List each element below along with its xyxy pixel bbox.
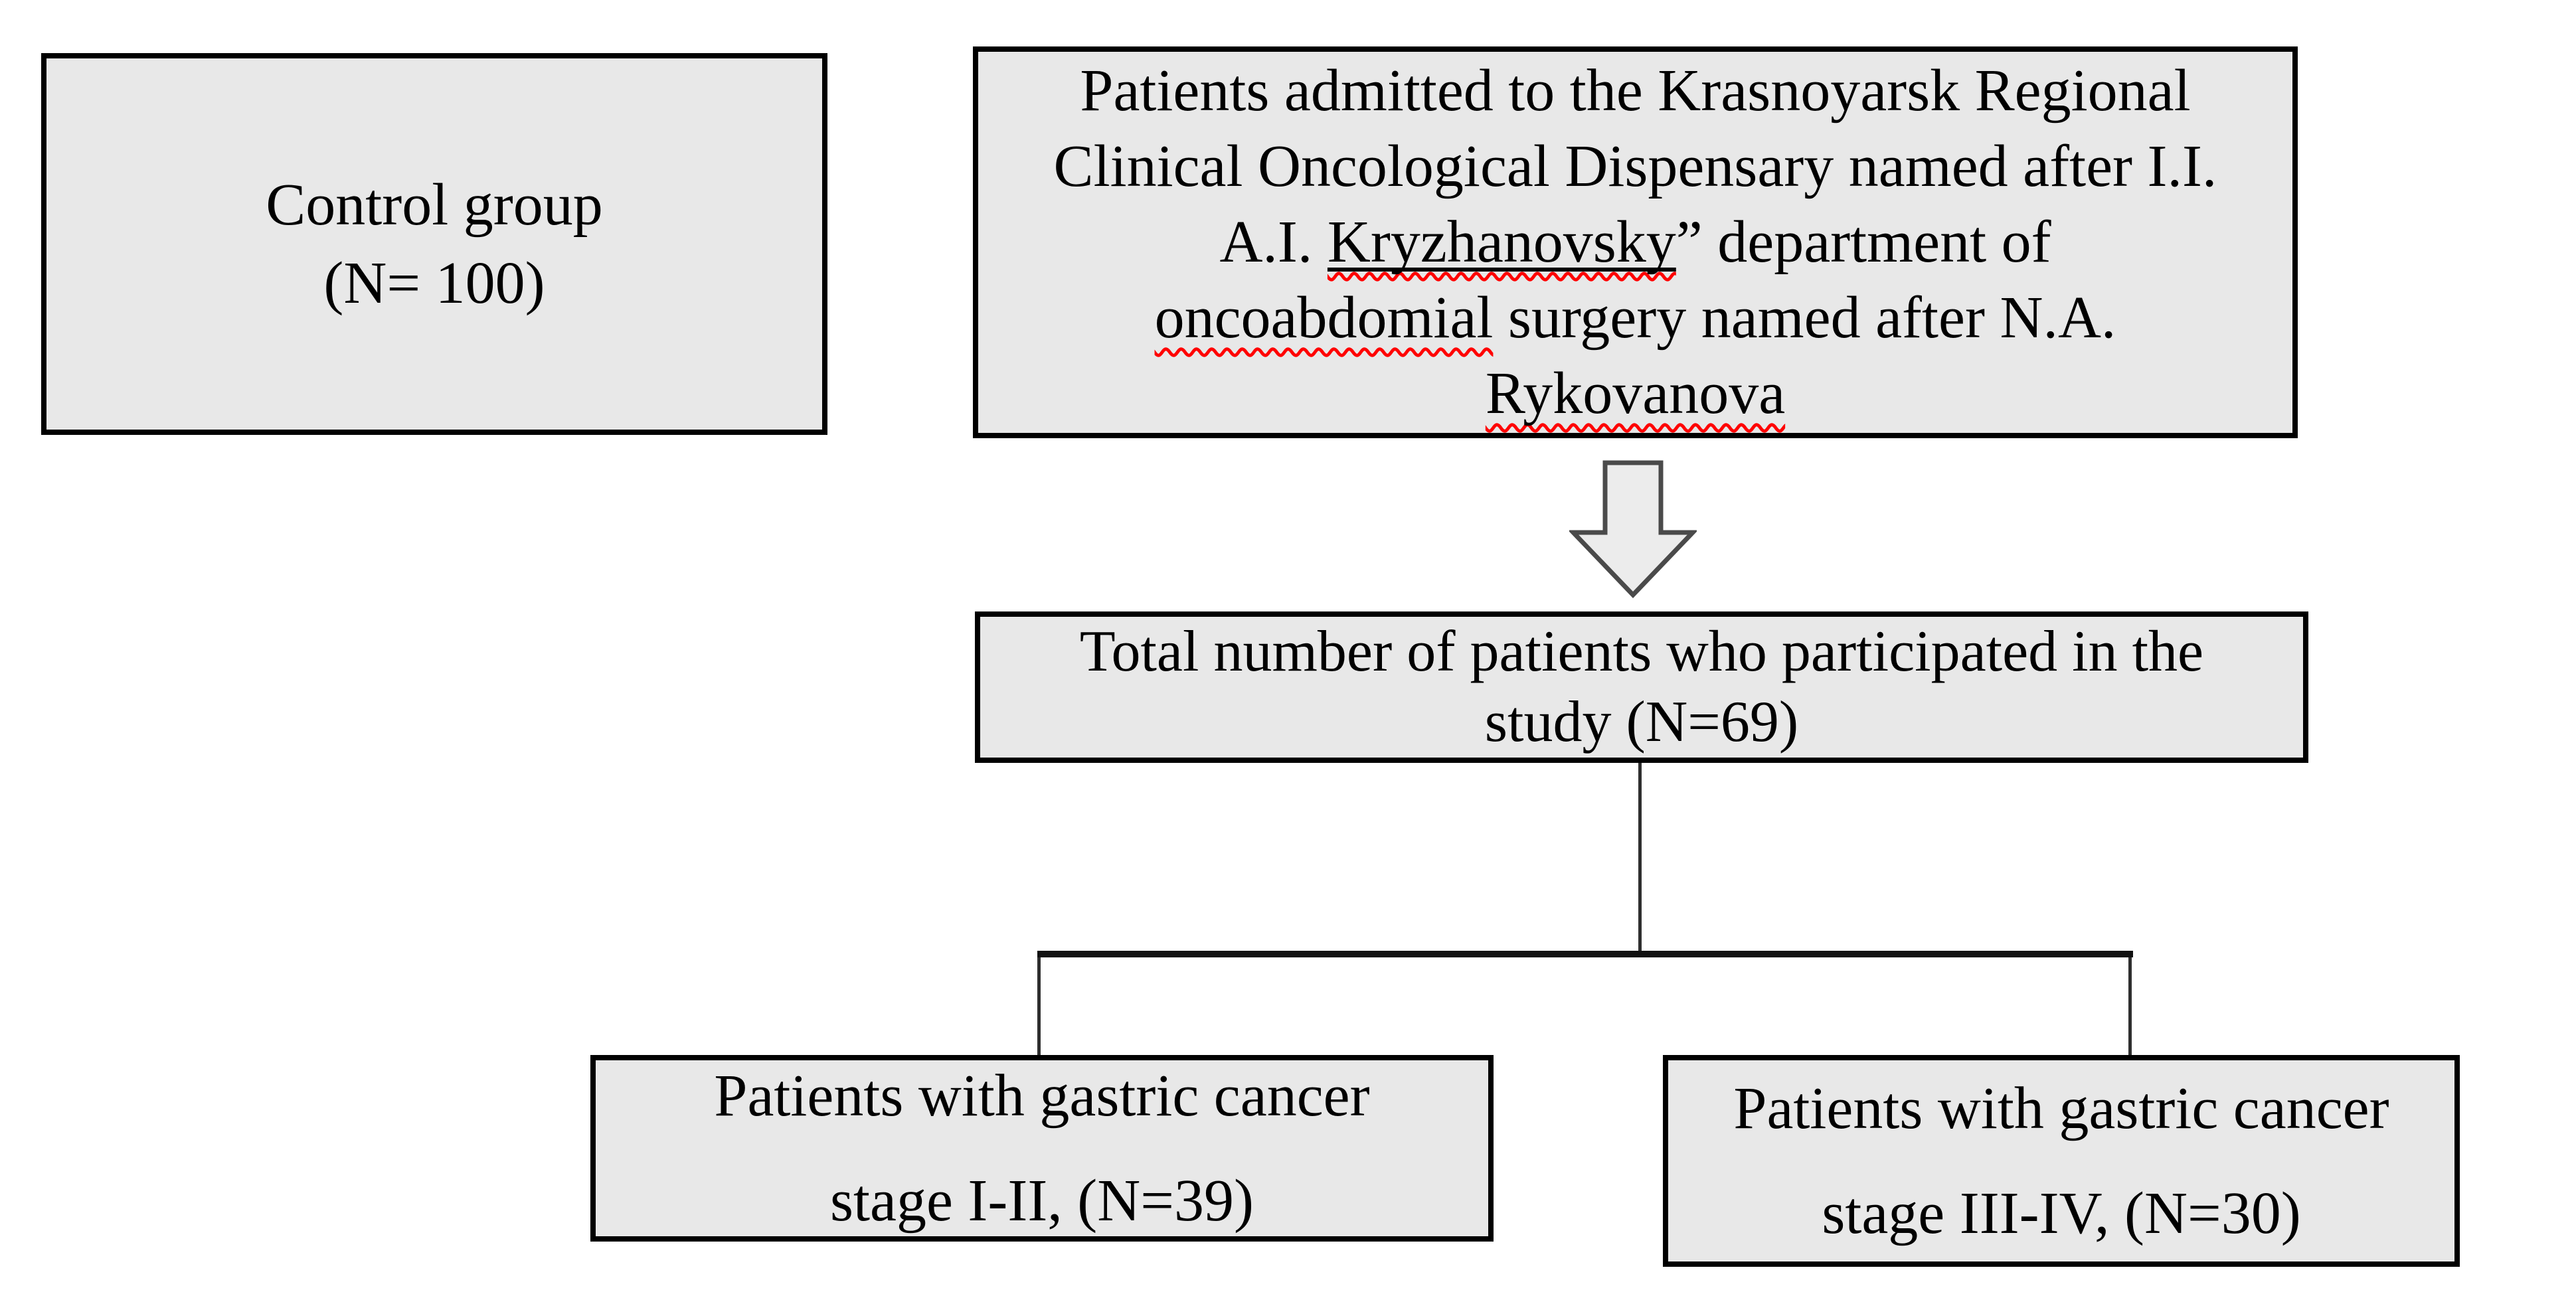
misspelled-word-oncoabdomial: oncoabdomial bbox=[1154, 285, 1494, 351]
admission-line-3-prefix: A.I. bbox=[1219, 209, 1328, 275]
total-patients-line-1: Total number of patients who participate… bbox=[1079, 619, 2204, 684]
admission-line-3: A.I. Kryzhanovsky” department of bbox=[1219, 204, 2051, 280]
connector-horizontal bbox=[1037, 951, 2133, 957]
admission-line-3-suffix: ” department of bbox=[1675, 209, 2051, 275]
down-arrow bbox=[1569, 459, 1697, 599]
control-group-label: Control group bbox=[266, 171, 603, 238]
misspelled-word-rykovanova: Rykovanova bbox=[1485, 361, 1786, 426]
total-patients-box: Total number of patients who participate… bbox=[975, 611, 2308, 763]
underlined-word-wrap: Kryzhanovsky bbox=[1328, 209, 1676, 275]
stage-i-ii-line-2: stage I-II, (N=39) bbox=[830, 1167, 1254, 1234]
down-arrow-icon bbox=[1569, 460, 1697, 599]
control-group-count: (N= 100) bbox=[323, 250, 545, 316]
connector-vertical-left bbox=[1037, 957, 1041, 1055]
admission-line-4: oncoabdomial surgery named after N.A. bbox=[1155, 280, 2116, 356]
stage-iii-iv-line-2: stage III-IV, (N=30) bbox=[1822, 1180, 2301, 1246]
misspelled-word-kryzhanovsky: Kryzhanovsky bbox=[1327, 209, 1676, 275]
control-group-box: Control group (N= 100) bbox=[41, 53, 827, 435]
admission-line-2: Clinical Oncological Dispensary named af… bbox=[1053, 133, 2217, 199]
stage-iii-iv-line-1: Patients with gastric cancer bbox=[1733, 1075, 2389, 1141]
total-patients-line-2: study (N=69) bbox=[1484, 690, 1799, 754]
admission-box: Patients admitted to the Krasnoyarsk Reg… bbox=[973, 46, 2298, 438]
admission-line-5: Rykovanova bbox=[1486, 356, 1785, 432]
admission-line-4-suffix: surgery named after N.A. bbox=[1493, 285, 2116, 351]
admission-line-1: Patients admitted to the Krasnoyarsk Reg… bbox=[1080, 58, 2191, 123]
stage-i-ii-box: Patients with gastric cancer stage I-II,… bbox=[590, 1055, 1494, 1242]
stage-i-ii-line-1: Patients with gastric cancer bbox=[714, 1062, 1370, 1129]
connector-vertical-right bbox=[2128, 957, 2132, 1055]
connector-vertical-center bbox=[1638, 763, 1642, 956]
stage-iii-iv-box: Patients with gastric cancer stage III-I… bbox=[1663, 1055, 2460, 1267]
